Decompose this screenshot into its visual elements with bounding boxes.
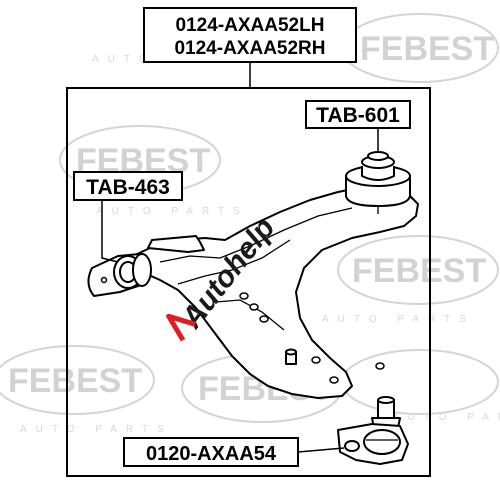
rear-bushing-part-number: TAB-601 [316, 104, 400, 127]
rear-bushing-label: TAB-601 [305, 100, 411, 152]
control-arm-drawing [87, 151, 419, 465]
ball-joint-label: 0120-AXAA54 [123, 437, 345, 467]
rear-bushing [345, 151, 411, 214]
front-bushing [87, 253, 152, 297]
watermark-lower-left: FEBEST AUTO PARTS [0, 345, 173, 435]
main-part-number-lh: 0124-AXAA52LH [176, 15, 325, 36]
stud [285, 348, 297, 365]
watermark-subtitle-text: AUTO PARTS [20, 424, 173, 435]
front-bracket [147, 235, 205, 253]
watermark-subtitle-text: AUTO PARTS [96, 206, 249, 217]
watermark-brand-text: FEBEST [352, 252, 486, 290]
ball-joint-leader [297, 447, 345, 453]
main-part-number-rh: 0124-AXAA52RH [174, 38, 325, 59]
arm-holes [239, 292, 385, 384]
watermark-subtitle-text: AUTO PARTS [322, 314, 475, 325]
watermark-bottom-right: AUTO PARTS [341, 349, 500, 423]
watermark-brand-text: FEBEST [8, 362, 142, 400]
watermark-middle-right: FEBEST AUTO PARTS [322, 235, 499, 325]
front-bushing-part-number: TAB-463 [86, 176, 170, 199]
main-part-label: 0124-AXAA52LH 0124-AXAA52RH [143, 7, 357, 63]
ball-joint [337, 396, 409, 465]
watermark-subtitle-text: AUTO PARTS [392, 412, 500, 423]
diagram-frame [66, 87, 431, 477]
ball-joint-part-number: 0120-AXAA54 [146, 443, 277, 465]
overlay-logo-mark [166, 313, 197, 342]
control-arm-body [134, 187, 419, 399]
watermark-brand-text: FEBEST [360, 30, 494, 68]
front-bushing-leader [101, 200, 119, 263]
front-bushing-label: TAB-463 [73, 171, 183, 263]
